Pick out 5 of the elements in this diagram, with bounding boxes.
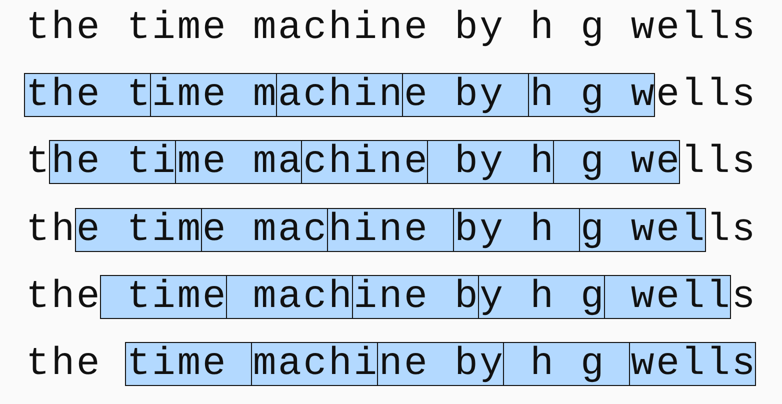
window-box <box>502 342 630 386</box>
window-box <box>628 342 756 386</box>
window-box <box>100 274 227 319</box>
text-sequence: the time machine by h g wells <box>26 6 757 50</box>
window-box <box>124 342 252 386</box>
